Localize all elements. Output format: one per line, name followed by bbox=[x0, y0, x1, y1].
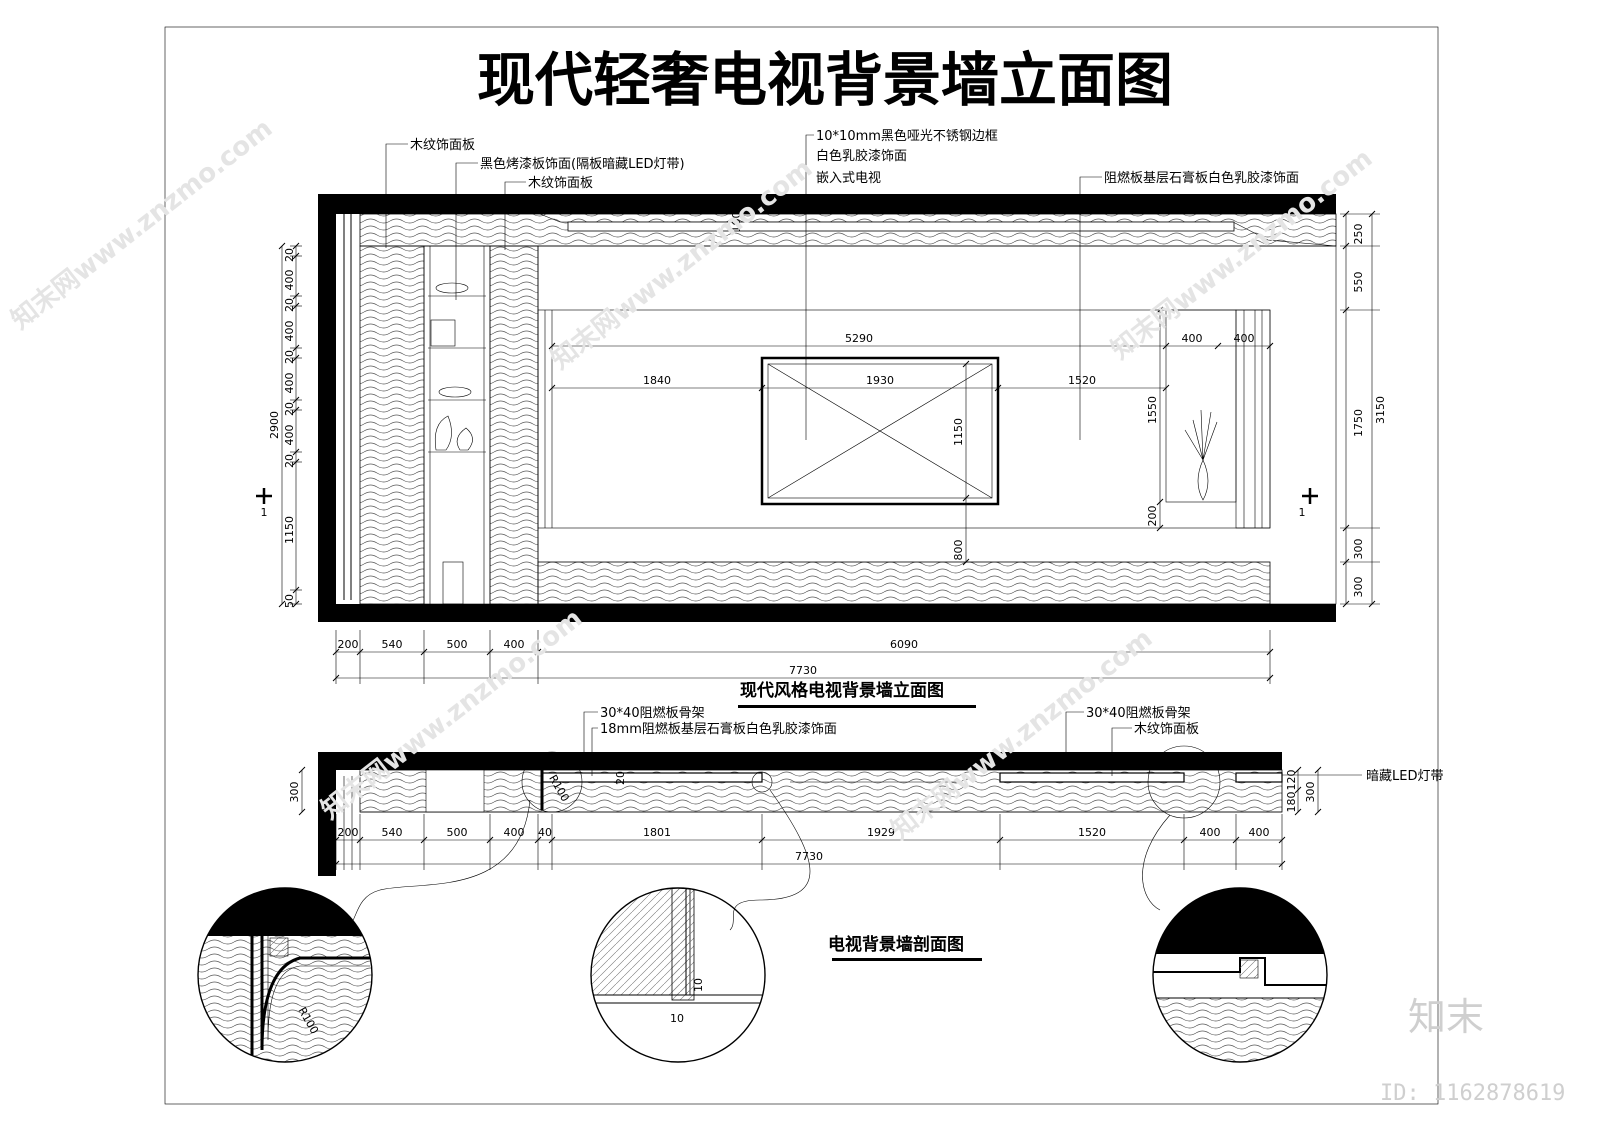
detail-callouts bbox=[339, 745, 1221, 931]
note-frame-right: 30*40阻燃板骨架 bbox=[1086, 705, 1191, 721]
dim-tv-row-2: 1520 bbox=[1068, 374, 1096, 387]
dim-niche-w-1: 400 bbox=[1234, 332, 1255, 345]
sect-dim-row-1: 540 bbox=[382, 826, 403, 839]
dim-tv-row-0: 1840 bbox=[643, 374, 671, 387]
detail-1: R100 bbox=[197, 887, 373, 1063]
sect-dim-right-total: 300 bbox=[1304, 782, 1317, 803]
note-white-latex: 白色乳胶漆饰面 bbox=[816, 148, 907, 164]
elevation-notes: 木纹饰面板 黑色烤漆板饰面(隔板暗藏LED灯带) 木纹饰面板 10*10mm黑色… bbox=[385, 128, 1299, 440]
dim-left-9: 1150 bbox=[283, 516, 296, 544]
note-black-lacquer: 黑色烤漆板饰面(隔板暗藏LED灯带) bbox=[480, 156, 685, 172]
detail-gap-h: 10 bbox=[692, 978, 705, 992]
dim-left-4: 20 bbox=[283, 350, 296, 364]
note-right-board: 阻燃板基层石膏板白色乳胶漆饰面 bbox=[1104, 170, 1299, 186]
sect-dim-height: 300 bbox=[288, 782, 301, 803]
dim-left-total: 2900 bbox=[268, 411, 281, 439]
sect-dim-row-6: 1929 bbox=[867, 826, 895, 839]
sect-dim-row-3: 400 bbox=[504, 826, 525, 839]
note-gypsum-left: 18mm阻燃板基层石膏板白色乳胶漆饰面 bbox=[600, 721, 837, 737]
detail-2: 10 10 bbox=[590, 887, 766, 1063]
sect-dim-row-2: 500 bbox=[447, 826, 468, 839]
watermark-text: 知末网www.znzmo.com bbox=[6, 113, 278, 335]
dim-bottom-1: 540 bbox=[382, 638, 403, 651]
note-hidden-led: 暗藏LED灯带 bbox=[1366, 769, 1443, 784]
dim-left-0: 20 bbox=[283, 248, 296, 262]
sect-dim-row-7: 1520 bbox=[1078, 826, 1106, 839]
dim-left-6: 20 bbox=[283, 402, 296, 416]
sect-dim-right-1: 180 bbox=[1285, 792, 1298, 813]
dim-right-1: 550 bbox=[1352, 272, 1365, 293]
section-notes: 30*40阻燃板骨架 18mm阻燃板基层石膏板白色乳胶漆饰面 30*40阻燃板骨… bbox=[583, 705, 1443, 784]
detail-3 bbox=[1152, 887, 1328, 1063]
dim-right-4: 300 bbox=[1352, 577, 1365, 598]
dim-niche-bottom: 200 bbox=[1146, 506, 1159, 527]
section-title: 电视背景墙剖面图 bbox=[828, 934, 964, 955]
sect-dim-row-4: 40 bbox=[538, 826, 552, 839]
note-wood-panel-2: 木纹饰面板 bbox=[528, 176, 593, 191]
watermark-logo: 知末 bbox=[1408, 995, 1484, 1039]
dim-right-2: 1750 bbox=[1352, 409, 1365, 437]
section-mark-left: 1 bbox=[261, 506, 268, 519]
sect-dim-row-8: 400 bbox=[1200, 826, 1221, 839]
page-title: 现代轻奢电视背景墙立面图 bbox=[477, 46, 1173, 114]
dim-left-5: 400 bbox=[283, 373, 296, 394]
detail-gap-w: 10 bbox=[670, 1012, 684, 1025]
dim-tv-row-1: 1930 bbox=[866, 374, 894, 387]
dim-top-inner: 5290 bbox=[845, 332, 873, 345]
dim-bottom-0: 200 bbox=[338, 638, 359, 651]
dim-left-1: 400 bbox=[283, 270, 296, 291]
dim-left-8: 20 bbox=[283, 454, 296, 468]
dim-right-0: 250 bbox=[1352, 224, 1365, 245]
section-view bbox=[318, 752, 1283, 876]
dim-left-2: 20 bbox=[283, 298, 296, 312]
sect-dim-row-9: 400 bbox=[1249, 826, 1270, 839]
sect-dim-row-5: 1801 bbox=[643, 826, 671, 839]
sect-dim-right-0: 120 bbox=[1285, 770, 1298, 791]
note-wood-right: 木纹饰面板 bbox=[1134, 722, 1199, 737]
dim-niche-w-0: 400 bbox=[1182, 332, 1203, 345]
elevation-dimensions: 2040020400204002040020115050290025055017… bbox=[256, 210, 1387, 684]
dim-tv-height: 1150 bbox=[952, 418, 965, 446]
dim-left-10: 50 bbox=[283, 594, 296, 608]
sect-dim-total: 7730 bbox=[795, 850, 823, 863]
note-steel-frame: 10*10mm黑色哑光不锈钢边框 bbox=[816, 128, 998, 144]
dim-bottom-4: 6090 bbox=[890, 638, 918, 651]
dim-bottom-total: 7730 bbox=[789, 664, 817, 677]
section-mark-right: 1 bbox=[1299, 506, 1306, 519]
watermark-id: ID: 1162878619 bbox=[1380, 1081, 1565, 1106]
sheet-border bbox=[164, 26, 1439, 1105]
sect-bend-mark: 20 bbox=[614, 771, 627, 785]
dim-bottom-3: 400 bbox=[504, 638, 525, 651]
dim-niche-height: 1550 bbox=[1146, 396, 1159, 424]
dim-left-7: 400 bbox=[283, 425, 296, 446]
dim-left-3: 400 bbox=[283, 321, 296, 342]
elevation-title: 现代风格电视背景墙立面图 bbox=[740, 680, 944, 701]
note-frame-left: 30*40阻燃板骨架 bbox=[600, 705, 705, 721]
dim-bottom-2: 500 bbox=[447, 638, 468, 651]
elevation-view bbox=[318, 194, 1337, 622]
dim-right-3: 300 bbox=[1352, 539, 1365, 560]
dim-right-total: 3150 bbox=[1374, 396, 1387, 424]
note-wood-panel-1: 木纹饰面板 bbox=[410, 138, 475, 153]
note-embedded-tv: 嵌入式电视 bbox=[816, 171, 881, 186]
dim-ceiling-mark: 100 bbox=[730, 212, 743, 233]
sect-dim-row-0: 200 bbox=[338, 826, 359, 839]
dim-tv-bottom: 800 bbox=[952, 540, 965, 561]
